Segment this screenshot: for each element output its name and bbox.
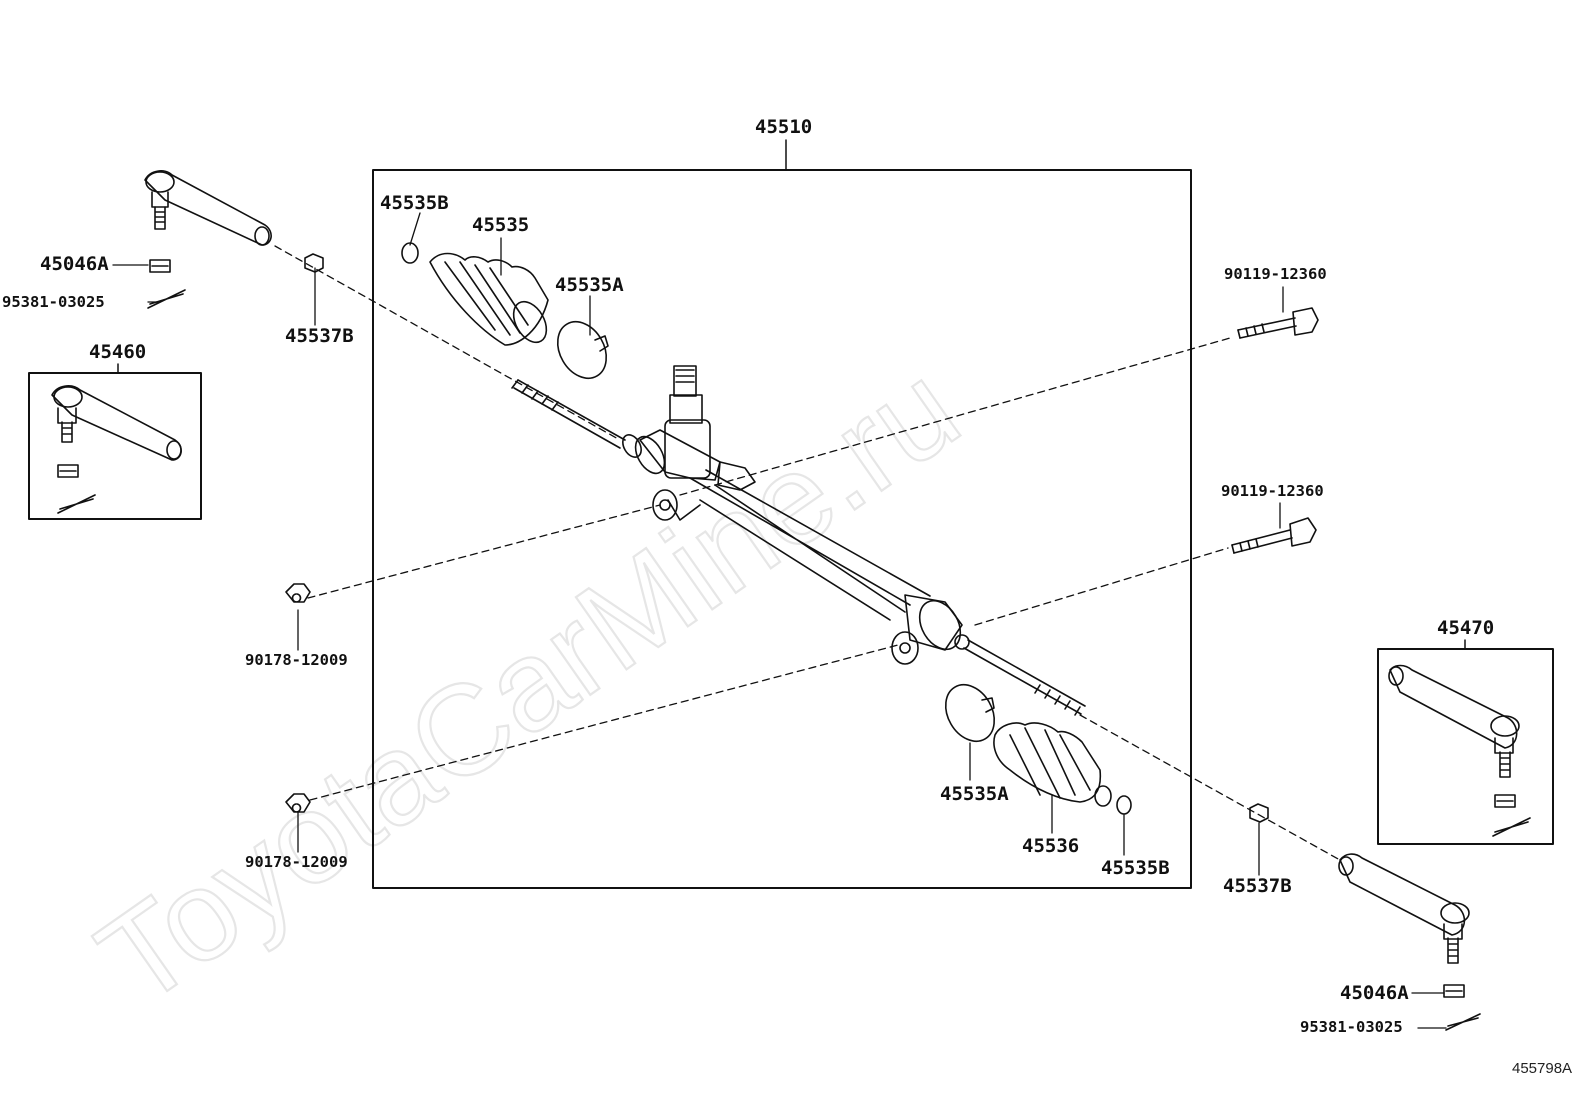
diagram-id: 455798A <box>1512 1060 1573 1077</box>
kit-box-right <box>1377 648 1554 845</box>
lock-nut-right-drawing <box>1249 803 1269 823</box>
label-lock-nut-left: 45537B <box>285 325 354 347</box>
label-boot-left: 45535 <box>472 214 530 236</box>
label-boot-clamp-b-left: 45535B <box>380 192 449 214</box>
label-nut-tie-end-left: 45046A <box>40 253 109 275</box>
label-lock-nut-right: 45537B <box>1223 875 1292 897</box>
label-rack-assembly: 45510 <box>755 116 813 138</box>
label-cotter-pin-right: 95381-03025 <box>1300 1018 1403 1036</box>
steering-rack <box>511 365 1086 716</box>
kit-box-left <box>28 372 202 520</box>
tie-rod-end-right-drawing <box>1338 853 1481 1031</box>
mount-nut-lower-drawing <box>285 793 311 813</box>
tie-rod-end-right-kit-drawing <box>1388 664 1531 837</box>
label-nut-tie-end-right: 45046A <box>1340 982 1409 1004</box>
label-leaders <box>112 212 1447 1029</box>
label-boot-right: 45536 <box>1022 835 1080 857</box>
tie-rod-end-left-drawing <box>144 170 272 309</box>
label-boot-clamp-a-right: 45535A <box>940 783 1009 805</box>
alignment-lines <box>274 245 1341 861</box>
label-cotter-pin-left: 95381-03025 <box>2 293 105 311</box>
tie-rod-end-left-kit-drawing <box>51 385 182 514</box>
label-bolt-lower: 90119-12360 <box>1221 482 1324 500</box>
label-mount-nut-lower: 90178-12009 <box>245 853 348 871</box>
lock-nut-left-drawing <box>304 253 324 273</box>
label-bolt-upper: 90119-12360 <box>1224 265 1327 283</box>
bolt-lower-drawing <box>1231 517 1317 554</box>
mount-nut-upper-drawing <box>285 583 311 603</box>
boot-right <box>944 683 1132 815</box>
label-boot-clamp-b-right: 45535B <box>1101 857 1170 879</box>
label-tie-rod-end-left-kit: 45460 <box>89 341 147 363</box>
label-tie-rod-end-right-kit: 45470 <box>1437 617 1495 639</box>
label-mount-nut-upper: 90178-12009 <box>245 651 348 669</box>
boot-left <box>401 242 609 380</box>
rack-assembly-box <box>372 169 1192 889</box>
label-boot-clamp-a-left: 45535A <box>555 274 624 296</box>
bolt-upper-drawing <box>1237 307 1319 339</box>
